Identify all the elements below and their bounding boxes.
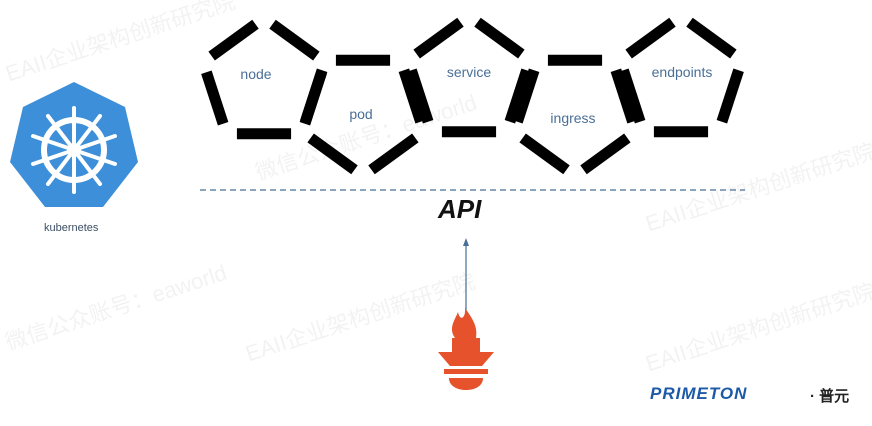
pentagon-edge <box>201 70 229 126</box>
pentagon-edge <box>307 133 358 175</box>
pentagon-edge <box>610 68 638 124</box>
pentagon-edge <box>625 17 676 59</box>
pentagon-edge <box>413 17 464 59</box>
pentagon-pod <box>300 54 426 175</box>
primeton-chinese-name: · 普元 <box>810 388 850 405</box>
pentagon-edge <box>406 68 434 124</box>
pentagon-edge <box>580 133 631 175</box>
pentagon-edge <box>716 68 744 124</box>
pentagon-edge <box>300 68 328 124</box>
prometheus-logo-icon <box>438 308 494 390</box>
pentagon-edge <box>512 68 540 124</box>
pentagon-edge <box>618 68 646 124</box>
pentagon-edge <box>368 133 419 175</box>
kubernetes-logo-icon <box>10 82 138 207</box>
node-label-pod: pod <box>349 106 373 122</box>
pentagon-edge <box>208 19 259 61</box>
node-label-service: service <box>446 64 492 80</box>
api-label: API <box>438 194 482 224</box>
pentagon-edge <box>398 68 426 124</box>
pentagon-edge <box>504 68 532 124</box>
primeton-logo: PRIMETON <box>650 384 748 403</box>
pentagon-endpoints <box>618 17 744 138</box>
pentagon-ingress <box>512 54 638 175</box>
pentagon-edge <box>686 17 737 59</box>
pentagon-edge <box>474 17 525 59</box>
node-label-node: node <box>240 66 272 82</box>
kubernetes-label: kubernetes <box>44 222 99 234</box>
pentagon-edge <box>519 133 570 175</box>
pentagon-edge <box>269 19 320 61</box>
node-label-ingress: ingress <box>550 110 596 126</box>
node-label-endpoints: endpoints <box>651 64 713 80</box>
arrow-head-icon <box>463 238 469 246</box>
pentagon-service <box>406 17 532 138</box>
